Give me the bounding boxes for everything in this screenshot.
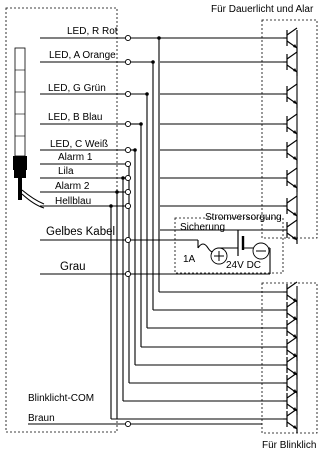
- wire-label-alarm2: Alarm 2: [55, 181, 90, 192]
- junction-dot: [157, 36, 161, 40]
- junction-dot: [121, 176, 125, 180]
- terminal-circle: [124, 202, 132, 210]
- power-supply-box: [174, 217, 284, 274]
- terminal-circle: [124, 34, 132, 42]
- junction-dot: [139, 122, 143, 126]
- transistor-icon: [286, 390, 298, 415]
- wire-label-orange: LED, A Orange: [49, 50, 116, 61]
- junction-dot: [115, 190, 119, 194]
- transistor-icon: [286, 299, 298, 324]
- transistor-icon: [286, 167, 298, 192]
- wire-label-blue: LED, B Blau: [48, 112, 102, 123]
- transistor-icon: [286, 195, 298, 220]
- terminal-circle: [124, 146, 132, 154]
- terminal-circle: [124, 420, 132, 428]
- transistor-icon: [286, 354, 298, 379]
- wire-label-grau: Grau: [60, 261, 86, 273]
- terminal-circle: [124, 160, 132, 168]
- wire-label-red: LED, R Rot: [67, 26, 118, 37]
- terminal-circle: [124, 174, 132, 182]
- transistor-icon: [286, 83, 298, 108]
- wire-label-yellow: Gelbes Kabel: [46, 226, 115, 238]
- transistor-icon: [286, 27, 298, 52]
- wire-label-hellblau: Hellblau: [55, 196, 91, 207]
- transistor-icon: [286, 219, 298, 244]
- label-power-supply: Stromversorgung: [205, 212, 282, 223]
- transistor-icon: [286, 139, 298, 164]
- label-steady-output: Für Dauerlicht und Alar: [211, 4, 314, 15]
- terminal-circle: [124, 188, 132, 196]
- signal-tower-icon: [13, 47, 45, 209]
- flash-output-module-box: [261, 282, 318, 434]
- transistor-icon: [286, 336, 298, 361]
- junction-dot: [145, 92, 149, 96]
- terminal-circle: [124, 270, 132, 278]
- label-fuse-rating: 1A: [183, 254, 196, 265]
- label-flash-output: Für Blinklich: [262, 440, 316, 451]
- terminal-circle: [124, 236, 132, 244]
- steady-output-module-box: [261, 19, 318, 239]
- label-fuse: Sicherung: [180, 222, 225, 233]
- junction-dot: [109, 204, 113, 208]
- wire-label-lila: Lila: [58, 166, 74, 177]
- junction-dot: [151, 60, 155, 64]
- junction-dot: [133, 148, 137, 152]
- dc-source-icon: [210, 230, 270, 265]
- transistor-icon: [286, 408, 298, 433]
- terminal-circle: [124, 90, 132, 98]
- transistor-icon: [286, 281, 298, 306]
- transistor-icon: [286, 113, 298, 138]
- transistor-icon: [286, 317, 298, 342]
- wire-label-alarm1: Alarm 1: [58, 152, 93, 163]
- wire-label-green: LED, G Grün: [48, 83, 106, 94]
- terminal-circle: [124, 58, 132, 66]
- wire-label-com: Blinklicht-COM: [28, 393, 94, 404]
- signal-tower-device-box: [5, 7, 118, 433]
- transistor-icon: [286, 372, 298, 397]
- transistor-icon: [286, 51, 298, 76]
- terminal-circle: [124, 120, 132, 128]
- wire-label-white: LED, C Weiß: [50, 139, 108, 150]
- label-voltage: 24V DC: [226, 260, 261, 271]
- wire-label-braun: Braun: [28, 413, 55, 424]
